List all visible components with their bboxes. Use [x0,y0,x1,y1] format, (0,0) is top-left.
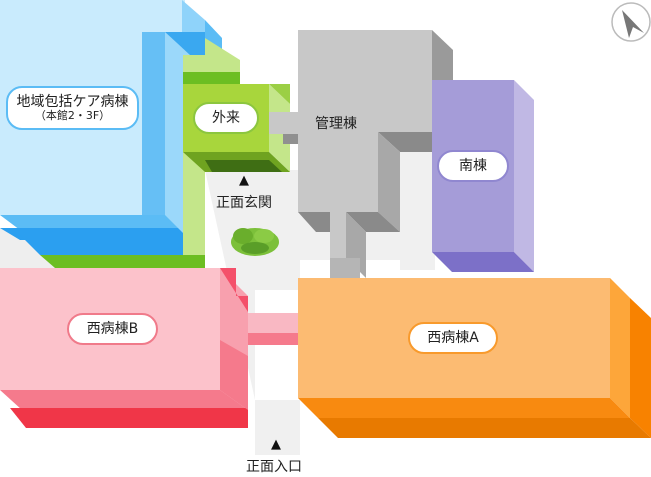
label-minami[interactable]: 南棟 [437,150,509,182]
label-gairai-name: 外来 [212,109,240,126]
label-chiiki[interactable]: 地域包括ケア病棟 （本館2・3F） [6,86,139,130]
shrub-icon [231,228,279,256]
label-kanri[interactable]: 管理棟 [315,116,357,132]
label-nishi-a[interactable]: 西病棟A [408,322,498,354]
building-nishi-a[interactable] [298,278,651,438]
entrance-label-iriguchi[interactable]: 正面入口 [246,459,302,475]
label-nishi-b-name: 西病棟B [86,320,139,337]
label-chiiki-sub: （本館2・3F） [34,108,111,122]
building-kanri[interactable] [298,30,453,278]
entrance-marker-genkan: ▲ [239,173,249,188]
label-chiiki-name: 地域包括ケア病棟 [16,93,129,110]
entrance-label-genkan[interactable]: 正面玄関 [216,195,272,211]
north-arrow-icon [611,2,651,42]
label-nishi-a-name: 西病棟A [427,329,479,346]
label-nishi-b[interactable]: 西病棟B [67,313,158,345]
label-gairai[interactable]: 外来 [193,102,259,134]
building-nishi-b[interactable] [0,268,248,428]
label-minami-name: 南棟 [459,157,487,174]
entrance-marker-iriguchi: ▲ [271,437,281,452]
